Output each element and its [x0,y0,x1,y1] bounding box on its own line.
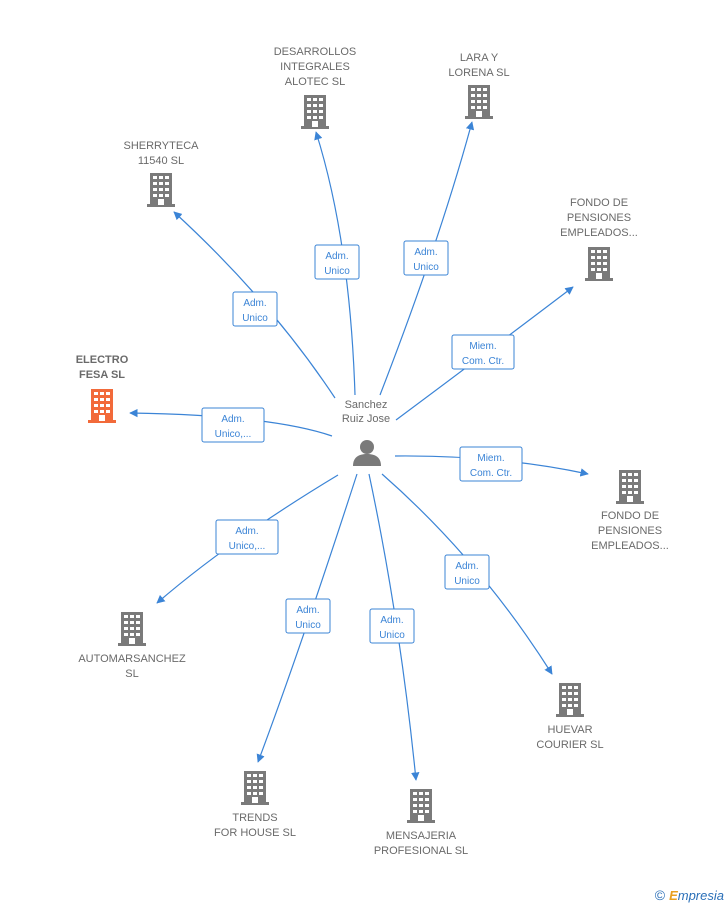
person-icon [353,440,381,466]
role-label-automarsanchez[interactable]: Adm. Unico,... [215,519,279,555]
role-label-trends[interactable]: Adm. Unico [285,598,331,634]
building-icon [301,95,329,129]
role-label-sherryteca[interactable]: Adm. Unico [232,291,278,327]
company-name-line: PENSIONES [567,212,631,224]
role-label-lara[interactable]: Adm. Unico [403,240,449,276]
role-label-line: Unico [454,576,480,587]
company-node-automarsanchez[interactable]: AUTOMARSANCHEZ SL [78,612,186,680]
building-icon [465,85,493,119]
role-label-line: Unico,... [229,541,266,552]
brand-name: mpresia [677,888,724,903]
company-node-sherryteca[interactable]: SHERRYTECA 11540 SL [124,140,200,207]
company-name-line: LARA Y [460,52,499,64]
company-name-line: DESARROLLOS [274,46,357,58]
role-label-line: Adm. [325,251,348,262]
company-name-line: PENSIONES [598,525,662,537]
company-name-line: COURIER SL [536,739,603,751]
company-node-fondo1[interactable]: FONDO DE PENSIONES EMPLEADOS... [560,197,638,281]
role-label-line: Miem. [469,341,496,352]
role-label-line: Unico [379,630,405,641]
company-nodes: DESARROLLOS INTEGRALES ALOTEC SL LARA Y LORE… [76,46,669,857]
role-label-line: Unico [295,620,321,631]
building-icon [407,789,435,823]
role-label-line: Unico [413,262,439,273]
role-label-box [215,519,279,555]
building-icon [118,612,146,646]
role-label-line: Adm. [455,561,478,572]
role-label-mensajeria[interactable]: Adm. Unico [369,608,415,644]
role-label-box [285,598,331,634]
company-node-electro[interactable]: ELECTRO FESA SL [76,354,129,423]
role-label-box [369,608,415,644]
building-icon [147,173,175,207]
role-label-fondo2[interactable]: Miem. Com. Ctr. [459,446,523,482]
company-name-line: AUTOMARSANCHEZ [78,653,186,665]
role-label-line: Com. Ctr. [470,468,512,479]
building-icon [88,389,116,423]
company-name-line: ELECTRO [76,354,129,366]
role-label-fondo1[interactable]: Miem. Com. Ctr. [451,334,515,370]
role-label-line: Adm. [243,298,266,309]
role-label-line: Unico [324,266,350,277]
center-name-line-2: Ruiz Jose [342,413,390,425]
company-name-line: FONDO DE [570,197,628,209]
company-name-line: ALOTEC SL [285,76,346,88]
role-label-box [314,244,360,280]
empresia-watermark: ©Empresia [655,887,724,903]
copyright-icon: © [654,887,666,903]
company-name-line: EMPLEADOS... [591,540,669,552]
role-label-box [232,291,278,327]
company-name-line: SL [125,668,138,680]
company-name-line: TRENDS [232,812,277,824]
company-name-line: FESA SL [79,369,125,381]
role-label-line: Adm. [414,247,437,258]
company-name-line: LORENA SL [448,67,509,79]
building-icon [616,470,644,504]
company-node-lara[interactable]: LARA Y LORENA SL [448,52,510,119]
company-node-trends[interactable]: TRENDS FOR HOUSE SL [214,771,296,839]
company-name-line: SHERRYTECA [124,140,200,152]
role-label-line: Unico,... [215,429,252,440]
company-node-desarrollos[interactable]: DESARROLLOS INTEGRALES ALOTEC SL [274,46,357,129]
brand-initial: E [669,888,678,903]
role-label-line: Adm. [296,605,319,616]
company-name-line: MENSAJERIA [386,830,457,842]
role-label-huevar[interactable]: Adm. Unico [444,554,490,590]
company-name-line: EMPLEADOS... [560,227,638,239]
company-name-line: HUEVAR [547,724,592,736]
edge-trends [256,473,358,763]
role-label-line: Unico [242,313,268,324]
company-node-mensajeria[interactable]: MENSAJERIA PROFESIONAL SL [374,789,468,857]
building-icon [241,771,269,805]
role-label-box [459,446,523,482]
role-label-box [451,334,515,370]
center-person[interactable]: Sanchez Ruiz Jose [342,399,390,466]
role-label-line: Com. Ctr. [462,356,504,367]
role-label-line: Miem. [477,453,504,464]
center-name-line-1: Sanchez [345,399,388,411]
role-label-box [444,554,490,590]
company-node-huevar[interactable]: HUEVAR COURIER SL [536,683,604,751]
company-name-line: PROFESIONAL SL [374,845,468,857]
role-label-line: Adm. [221,414,244,425]
company-node-fondo2[interactable]: FONDO DE PENSIONES EMPLEADOS... [591,470,669,552]
company-name-line: FONDO DE [601,510,659,522]
company-name-line: INTEGRALES [280,61,350,73]
role-label-desarrollos[interactable]: Adm. Unico [314,244,360,280]
company-name-line: 11540 SL [138,155,184,167]
building-icon [556,683,584,717]
role-label-line: Adm. [380,615,403,626]
role-label-box [403,240,449,276]
building-icon [585,247,613,281]
role-label-box [201,407,265,443]
company-name-line: FOR HOUSE SL [214,827,296,839]
role-label-electro[interactable]: Adm. Unico,... [201,407,265,443]
role-label-line: Adm. [235,526,258,537]
